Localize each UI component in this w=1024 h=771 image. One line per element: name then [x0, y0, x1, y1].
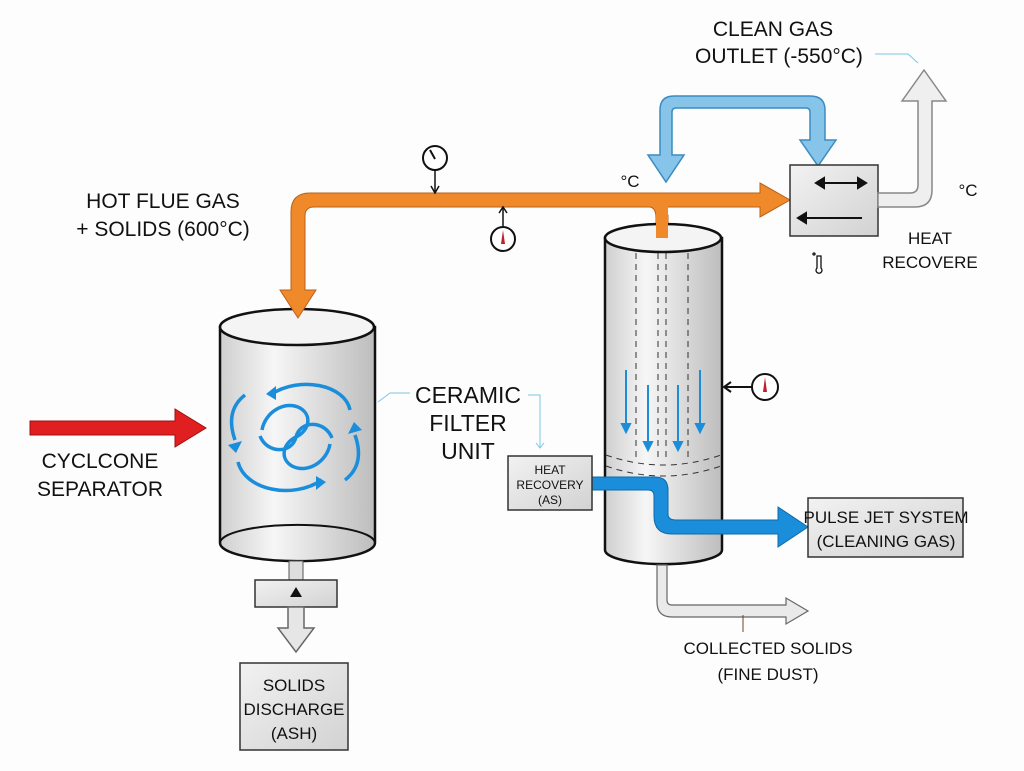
- outlet-temperature-unit: °C: [958, 181, 977, 200]
- heat-recovery-small-label-1: HEAT: [534, 463, 566, 477]
- pulse-jet-box: [807, 497, 964, 558]
- heat-recovery-leader: [528, 394, 545, 449]
- heat-recovere-label-1: HEAT: [908, 229, 952, 248]
- hot-flue-gas-label-2: + SOLIDS (600°C): [76, 218, 250, 241]
- feed-arrow: [29, 408, 207, 448]
- clean-gas-label-2: OUTLET (-550°C): [695, 45, 863, 68]
- cyclone-separator-label-1: CYCLCONE: [42, 450, 159, 473]
- collected-solids-label-1: COLLECTED SOLIDS: [683, 639, 852, 658]
- ceramic-filter-label-3: UNIT: [441, 438, 495, 464]
- ceramic-filter-label-1: CERAMIC: [415, 382, 521, 408]
- pulse-jet-label-1: PULSE JET SYSTEM: [803, 508, 968, 527]
- solids-discharge-label-2: DISCHARGE: [243, 700, 344, 719]
- clean-gas-loop: [646, 95, 838, 184]
- discharge-stem: [288, 560, 304, 582]
- cyclone-separator-label-2: SEPARATOR: [37, 478, 163, 501]
- heat-recovery-small-label-2: RECOVERY: [516, 478, 583, 492]
- solids-discharge-label-1: SOLIDS: [263, 676, 325, 695]
- swirl-icon: [229, 382, 361, 493]
- double-arrow-icon: [796, 176, 868, 225]
- temperature-gauge-icon: [490, 205, 516, 252]
- thermometer-icon: [812, 252, 823, 274]
- up-triangle-icon: [290, 587, 302, 597]
- pipe-temperature-unit: °C: [620, 172, 639, 191]
- filter-pressure-gauge-icon: [722, 373, 779, 401]
- ceramic-filter-label-2: FILTER: [429, 410, 507, 436]
- solids-discharge-box: [239, 662, 349, 751]
- solids-discharge-label-3: (ASH): [271, 724, 317, 743]
- clean-gas-label-1: CLEAN GAS: [713, 18, 833, 41]
- hot-flue-gas-label-1: HOT FLUE GAS: [86, 190, 240, 213]
- ceramic-filter-leader: [377, 392, 410, 403]
- clean-gas-leader: [875, 53, 919, 64]
- pressure-gauge-icon: [422, 145, 448, 195]
- swirl-arrowheads: [228, 386, 362, 490]
- collected-solids-label-2: (FINE DUST): [717, 665, 818, 684]
- heat-exchanger-box: [789, 164, 879, 237]
- pulse-jet-label-2: (CLEANING GAS): [817, 532, 956, 551]
- solids-down-arrow: [276, 606, 316, 654]
- heat-recovery-box: [507, 455, 593, 511]
- collected-solids-pipe: [656, 564, 810, 626]
- clean-gas-outlet-arrow: [877, 68, 948, 208]
- heat-recovery-small-label-3: (AS): [538, 493, 562, 507]
- cleaning-gas-pipe: [591, 476, 809, 548]
- heat-recovere-label-2: RECOVERE: [882, 253, 977, 272]
